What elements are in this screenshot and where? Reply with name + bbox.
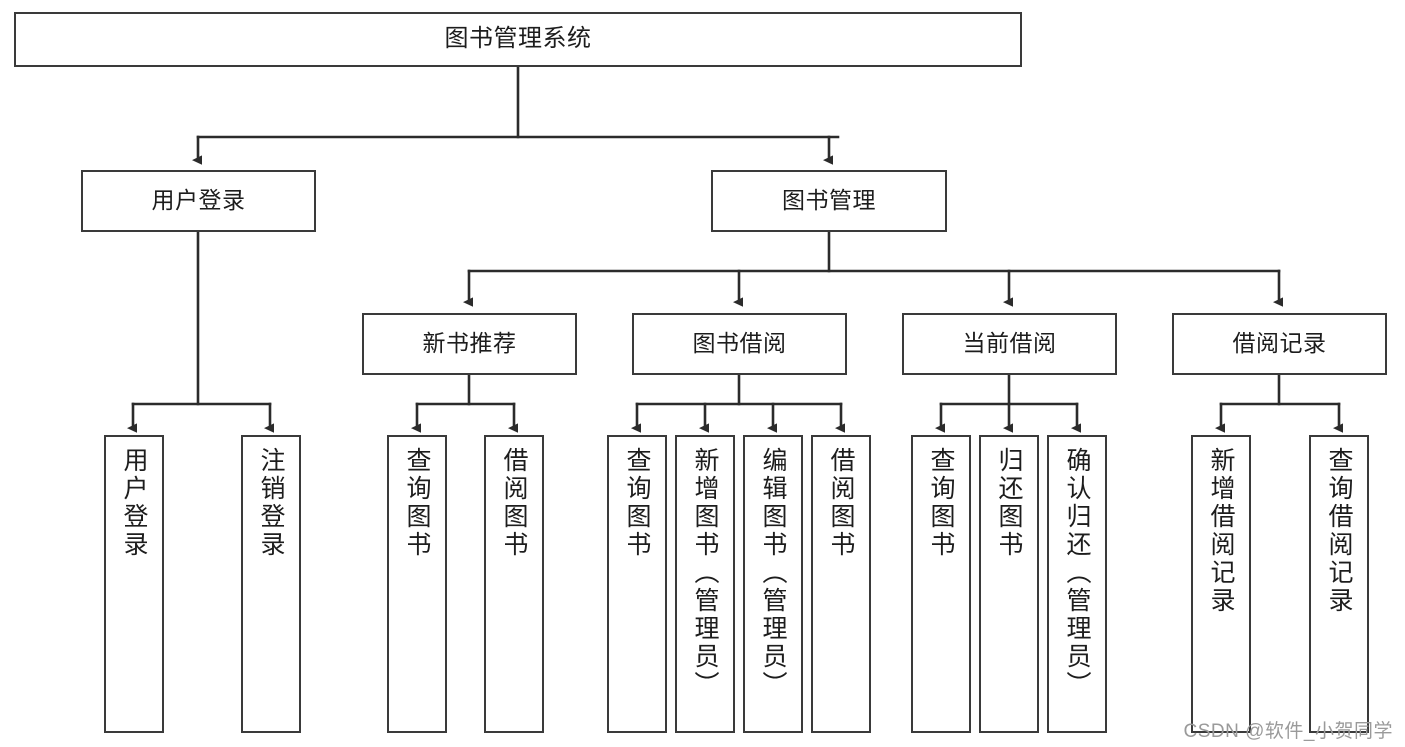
leaf-records-add-record[interactable]: 新增借阅记录: [1191, 435, 1251, 733]
node-label: 图书管理: [782, 187, 876, 214]
leaf-new-borrow-book[interactable]: 借阅图书: [484, 435, 544, 733]
node-label: 新增借阅记录: [1207, 447, 1235, 615]
node-label: 查询图书: [623, 447, 651, 559]
node-label: 注销登录: [257, 447, 285, 559]
node-label: 借阅图书: [827, 447, 855, 559]
node-book-management[interactable]: 图书管理: [711, 170, 947, 232]
node-book-borrow[interactable]: 图书借阅: [632, 313, 847, 375]
leaf-borrow-edit-book-admin[interactable]: 编辑图书（管理员）: [743, 435, 803, 733]
node-new-book-recommend[interactable]: 新书推荐: [362, 313, 577, 375]
node-label: 编辑图书（管理员）: [759, 447, 787, 699]
node-label: 用户登录: [120, 447, 148, 559]
node-root-system[interactable]: 图书管理系统: [14, 12, 1022, 67]
leaf-logout[interactable]: 注销登录: [241, 435, 301, 733]
node-label: 查询借阅记录: [1325, 447, 1353, 615]
leaf-user-login[interactable]: 用户登录: [104, 435, 164, 733]
node-label: 图书管理系统: [444, 25, 592, 53]
node-label: 归还图书: [995, 447, 1023, 559]
leaf-current-query-book[interactable]: 查询图书: [911, 435, 971, 733]
leaf-current-confirm-return-admin[interactable]: 确认归还（管理员）: [1047, 435, 1107, 733]
csdn-watermark: CSDN @软件_小贺同学: [1183, 721, 1393, 742]
node-label: 当前借阅: [962, 330, 1057, 357]
node-label: 查询图书: [927, 447, 955, 559]
leaf-borrow-query-book[interactable]: 查询图书: [607, 435, 667, 733]
node-label: 图书借阅: [692, 330, 787, 357]
node-user-login[interactable]: 用户登录: [81, 170, 316, 232]
leaf-borrow-add-book-admin[interactable]: 新增图书（管理员）: [675, 435, 735, 733]
node-label: 用户登录: [151, 187, 246, 214]
node-current-borrow[interactable]: 当前借阅: [902, 313, 1117, 375]
node-borrow-records[interactable]: 借阅记录: [1172, 313, 1387, 375]
node-label: 查询图书: [403, 447, 431, 559]
leaf-new-query-book[interactable]: 查询图书: [387, 435, 447, 733]
node-label: 确认归还（管理员）: [1063, 447, 1091, 699]
node-label: 借阅图书: [500, 447, 528, 559]
node-label: 新增图书（管理员）: [691, 447, 719, 699]
leaf-records-query-record[interactable]: 查询借阅记录: [1309, 435, 1369, 733]
leaf-borrow-borrow-book[interactable]: 借阅图书: [811, 435, 871, 733]
node-label: 借阅记录: [1232, 330, 1327, 357]
leaf-current-return-book[interactable]: 归还图书: [979, 435, 1039, 733]
node-label: 新书推荐: [422, 330, 517, 357]
